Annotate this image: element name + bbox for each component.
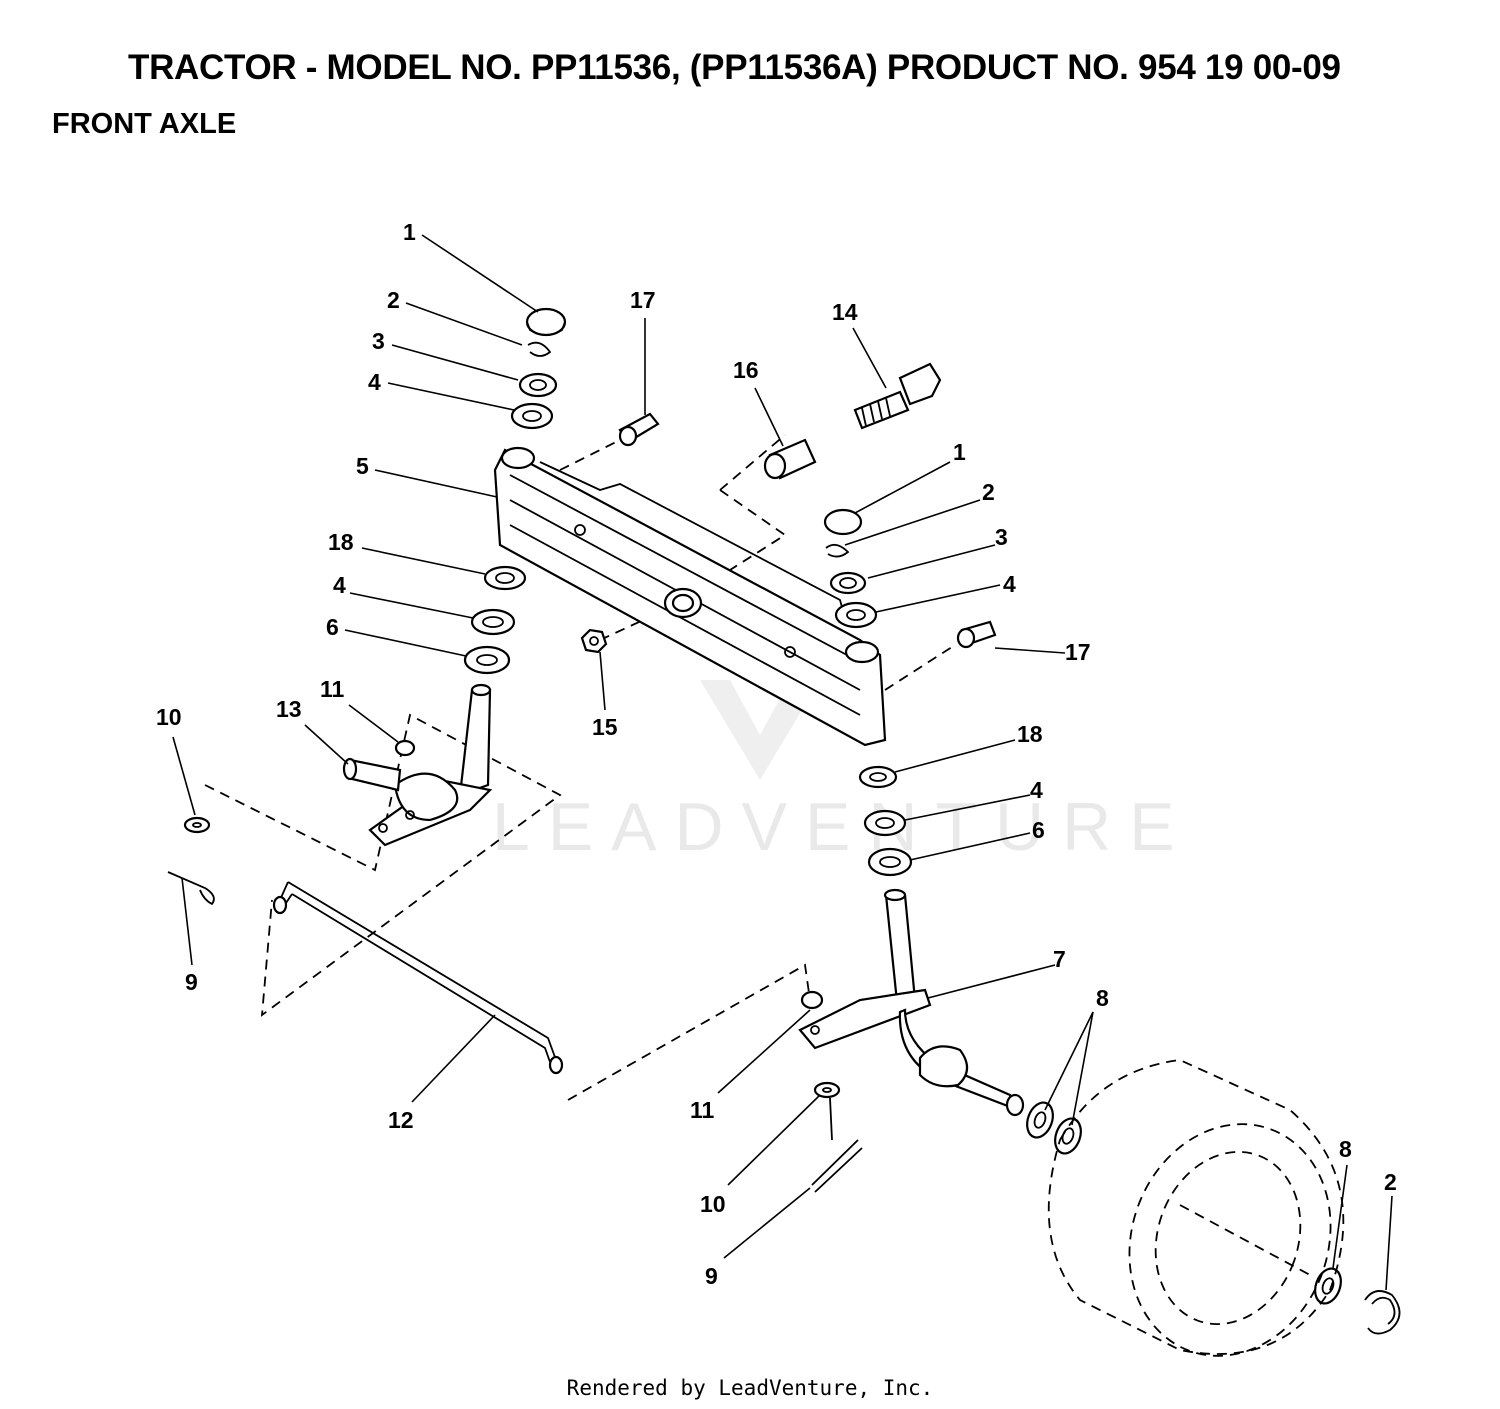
callout-10: 10 (156, 704, 182, 730)
right-washers-and-pin (800, 990, 863, 1193)
right-upper-stack (823, 508, 878, 629)
callout-5: 5 (356, 453, 369, 479)
callout-1: 1 (403, 219, 416, 245)
left-washer-and-pin (167, 816, 215, 906)
axle-beam (493, 446, 887, 747)
callout-17: 17 (1065, 639, 1091, 665)
callout-15: 15 (592, 714, 618, 740)
callout-4: 4 (333, 572, 346, 598)
callout-1: 1 (953, 439, 966, 465)
callout-7: 7 (1053, 946, 1066, 972)
callout-11: 11 (690, 1097, 715, 1123)
spacer (763, 438, 817, 480)
callout-4: 4 (368, 369, 381, 395)
callout-8: 8 (1339, 1136, 1352, 1162)
right-lower-stack (858, 765, 913, 877)
bolt (853, 362, 942, 430)
callout-11: 11 (320, 676, 345, 702)
page-title: TRACTOR - MODEL NO. PP11536, (PP11536A) … (128, 48, 1341, 87)
left-spindle (342, 683, 493, 847)
render-credit: Rendered by LeadVenture, Inc. (566, 1376, 934, 1400)
callout-18: 18 (1017, 721, 1043, 747)
callout-6: 6 (326, 614, 339, 640)
callout-3: 3 (372, 328, 385, 354)
left-lower-stack (463, 565, 527, 675)
leader-lines (172, 234, 1393, 1291)
callout-9: 9 (705, 1263, 718, 1289)
callout-17: 17 (630, 287, 656, 313)
right-spindle (798, 888, 1025, 1117)
callout-4: 4 (1003, 571, 1016, 597)
callout-8: 8 (1096, 985, 1109, 1011)
axle-washers (1026, 1101, 1342, 1305)
grease-fitting-right (956, 620, 997, 649)
callout-3: 3 (995, 524, 1008, 550)
lock-nut (580, 628, 608, 654)
callout-2: 2 (982, 479, 995, 505)
drag-link (272, 881, 564, 1075)
callout-18: 18 (328, 529, 354, 555)
grease-fitting-left (618, 412, 660, 447)
retaining-ring (1364, 1290, 1401, 1335)
callout-14: 14 (832, 299, 858, 325)
callout-10: 10 (700, 1191, 726, 1217)
callout-2: 2 (1384, 1169, 1397, 1195)
callout-12: 12 (388, 1107, 414, 1133)
callout-numbers: 1 2 3 4 5 17 16 14 1 2 3 4 18 4 6 17 15 … (156, 219, 1397, 1289)
left-upper-stack (510, 307, 567, 430)
front-wheel (1047, 1059, 1345, 1357)
callout-4: 4 (1030, 777, 1043, 803)
callout-13: 13 (276, 696, 302, 722)
callout-6: 6 (1032, 817, 1045, 843)
callout-9: 9 (185, 969, 198, 995)
watermark-text: LEADVENTURE (492, 789, 1193, 865)
section-title: FRONT AXLE (52, 108, 237, 140)
callout-2: 2 (387, 287, 400, 313)
callout-16: 16 (733, 357, 759, 383)
